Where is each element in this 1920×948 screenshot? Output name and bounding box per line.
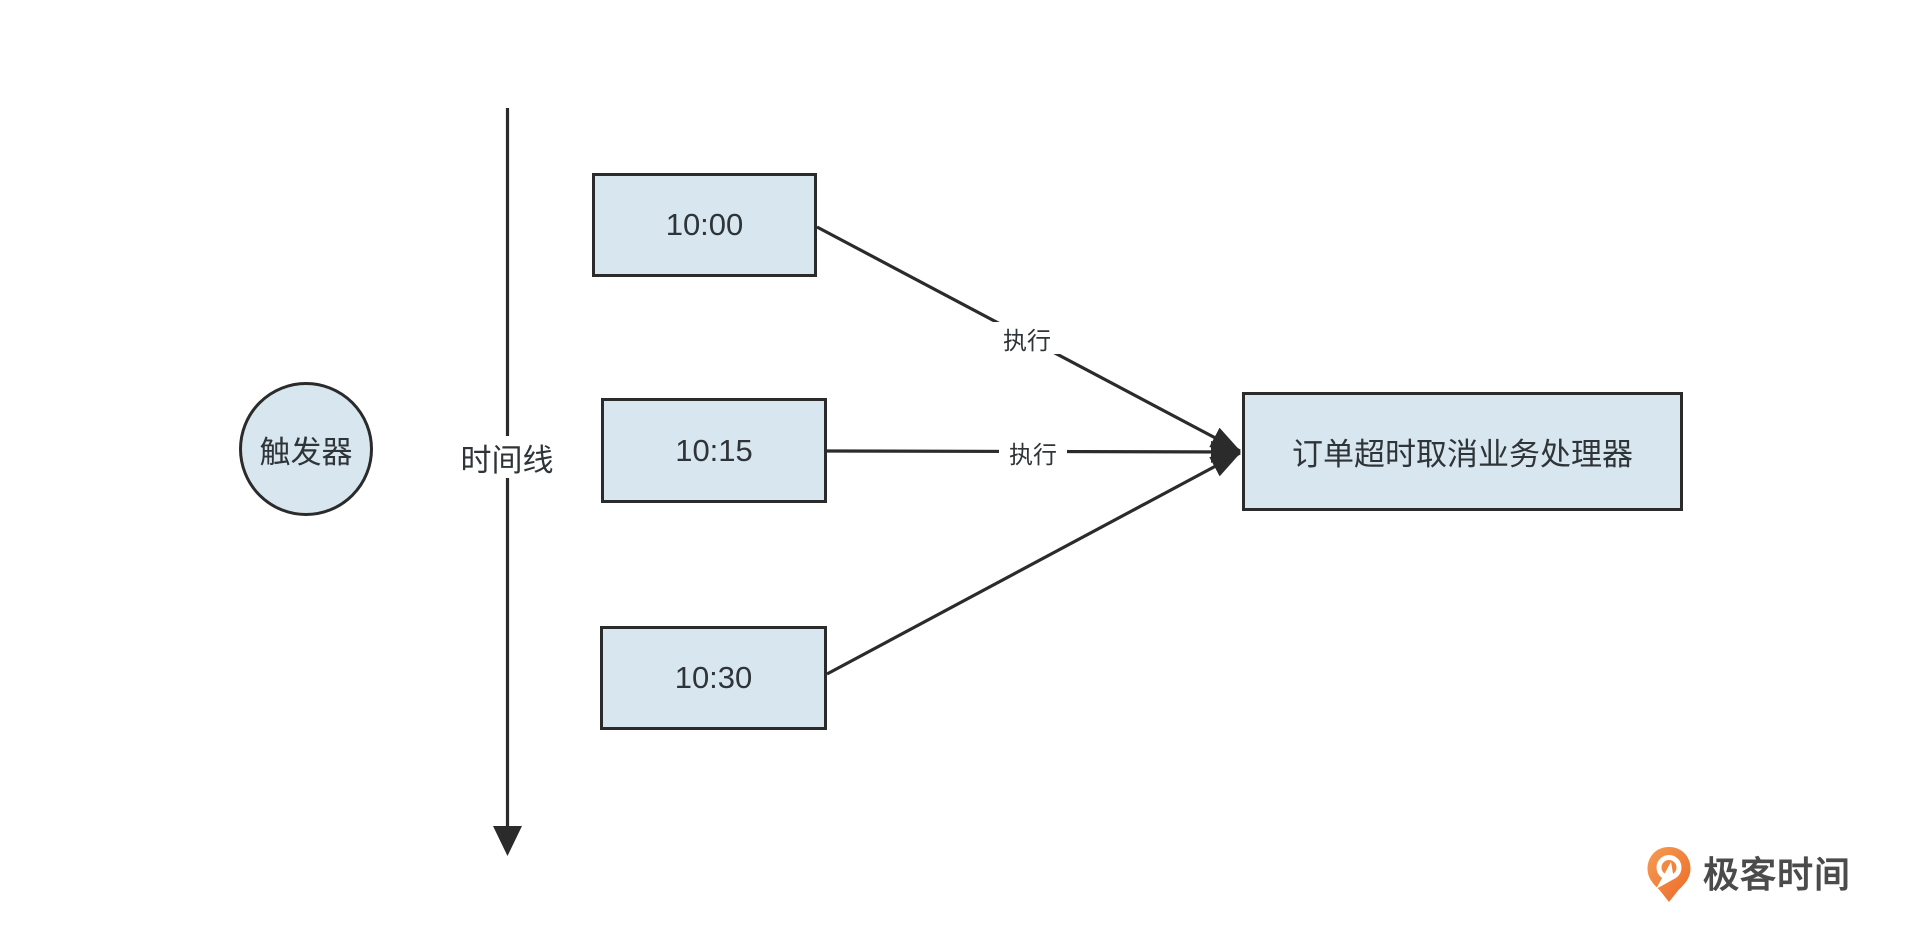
- trigger-node: 触发器: [239, 382, 373, 516]
- edge-label-execute-2: 执行: [999, 436, 1067, 469]
- time-node-1015: 10:15: [601, 398, 827, 503]
- handler-node: 订单超时取消业务处理器: [1242, 392, 1683, 511]
- timeline-arrowhead-icon: [493, 826, 522, 856]
- brand-name: 极客时间: [1703, 854, 1852, 895]
- brand-watermark: 极客时间: [1645, 846, 1851, 904]
- trigger-label: 触发器: [259, 434, 353, 470]
- timeline-label: 时间线: [452, 436, 562, 478]
- geektime-logo-icon: [1647, 847, 1691, 902]
- time-node-label: 10:30: [674, 660, 753, 695]
- edge-label-execute-1: 执行: [993, 322, 1061, 355]
- handler-label: 订单超时取消业务处理器: [1292, 437, 1633, 472]
- time-node-label: 10:15: [675, 432, 753, 468]
- edge-1030-handler: [826, 451, 1241, 676]
- time-node-1030: 10:30: [600, 626, 827, 730]
- time-node-1000: 10:00: [592, 173, 817, 277]
- time-node-label: 10:00: [665, 207, 744, 242]
